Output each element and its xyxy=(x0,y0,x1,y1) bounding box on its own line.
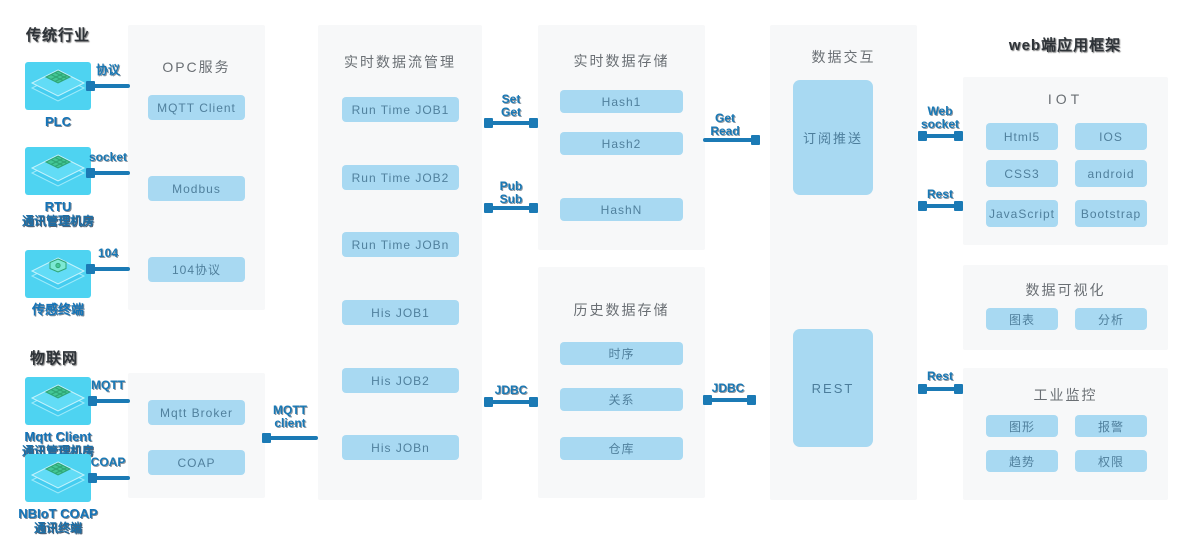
chip-his-job1[interactable]: His JOB1 xyxy=(342,300,459,325)
chip-relational[interactable]: 关系 xyxy=(560,388,683,411)
arrow-get-read xyxy=(703,135,760,145)
device-plc: PLC xyxy=(0,62,116,129)
device-label: Mqtt Client xyxy=(24,429,92,444)
chip-trend[interactable]: 趋势 xyxy=(986,450,1058,472)
chip-his-jobn[interactable]: His JOBn xyxy=(342,435,459,460)
panel-title: 实时数据存储 xyxy=(573,53,670,69)
panel-title: 数据交互 xyxy=(811,49,876,65)
device-nbiot-coap: NBIoT COAP 通讯终端 xyxy=(0,454,116,536)
chip-runtime-jobn[interactable]: Run Time JOBn xyxy=(342,232,459,257)
arrow-label-mqtt: MQTT xyxy=(91,378,125,392)
arrow-104 xyxy=(86,264,130,274)
arrow-jdbc-right xyxy=(703,395,756,405)
arrow-pub-sub xyxy=(484,203,538,213)
chip-hash1[interactable]: Hash1 xyxy=(560,90,683,113)
device-sublabel: 通讯终端 xyxy=(33,521,82,535)
arrow-protocol xyxy=(86,81,130,91)
chip-modbus[interactable]: Modbus xyxy=(148,176,245,201)
arrow-label-pub-sub: Pub Sub xyxy=(499,179,523,206)
arrow-label-mqtt-client: MQTT client xyxy=(273,403,307,430)
device-label: RTU xyxy=(44,199,72,214)
arrow-label-104: 104 xyxy=(97,246,119,260)
device-label: 传感终端 xyxy=(31,302,84,317)
panel-title: IOT xyxy=(1047,91,1084,107)
arrow-label-socket: socket xyxy=(88,150,128,164)
arrow-label-protocol: 协议 xyxy=(95,63,120,77)
arrow-label-web-socket: Web socket xyxy=(920,104,960,131)
chip-104-protocol[interactable]: 104协议 xyxy=(148,257,245,282)
chip-his-job2[interactable]: His JOB2 xyxy=(342,368,459,393)
arrow-socket xyxy=(86,168,130,178)
sensor-device-icon xyxy=(25,250,91,298)
panel-monitoring: 工业监控 图形 报警 趋势 权限 xyxy=(963,368,1168,500)
panel-title: 工业监控 xyxy=(1033,387,1098,403)
chip-javascript[interactable]: JavaScript xyxy=(986,200,1058,227)
box-rest[interactable]: REST xyxy=(793,329,873,447)
panel-history-store: 历史数据存储 时序 关系 仓库 xyxy=(538,267,705,498)
chip-mqtt-broker[interactable]: Mqtt Broker xyxy=(148,400,245,425)
chip-bootstrap[interactable]: Bootstrap xyxy=(1075,200,1147,227)
chip-mqtt-client[interactable]: MQTT Client xyxy=(148,95,245,120)
panel-realtime-store: 实时数据存储 Hash1 Hash2 HashN xyxy=(538,25,705,250)
chip-ios[interactable]: IOS xyxy=(1075,123,1147,150)
chip-device-icon xyxy=(25,62,91,110)
chip-css3[interactable]: CSS3 xyxy=(986,160,1058,187)
chip-hashn[interactable]: HashN xyxy=(560,198,683,221)
chip-device-icon xyxy=(25,454,91,502)
arrow-label-rest-top: Rest xyxy=(926,187,953,201)
chip-coap[interactable]: COAP xyxy=(148,450,245,475)
panel-opc-service: OPC服务 MQTT Client Modbus 104协议 xyxy=(128,25,265,310)
chip-timeseries[interactable]: 时序 xyxy=(560,342,683,365)
panel-stream-management: 实时数据流管理 Run Time JOB1 Run Time JOB2 Run … xyxy=(318,25,482,500)
arrow-label-get-read: Get Read xyxy=(710,111,740,138)
chip-device-icon xyxy=(25,147,91,195)
device-rtu: RTU 通讯管理机房 xyxy=(0,147,116,229)
arrow-coap xyxy=(88,473,130,483)
panel-iot-gateway: Mqtt Broker COAP xyxy=(128,373,265,498)
arrow-mqtt xyxy=(88,396,130,406)
arrow-label-set-get: Set Get xyxy=(500,92,521,119)
chip-html5[interactable]: Html5 xyxy=(986,123,1058,150)
arrow-web-socket xyxy=(918,131,963,141)
section-header-iot: 物联网 xyxy=(30,350,79,367)
panel-title: 历史数据存储 xyxy=(573,302,670,318)
device-sensor-terminal: 传感终端 xyxy=(0,250,116,317)
section-header-traditional-industry: 传统行业 xyxy=(26,27,91,44)
chip-charts[interactable]: 图表 xyxy=(986,308,1058,330)
panel-data-interaction: 数据交互 订阅推送 REST xyxy=(770,25,917,500)
chip-alarm[interactable]: 报警 xyxy=(1075,415,1147,437)
panel-visualization: 数据可视化 图表 分析 xyxy=(963,265,1168,350)
arrow-label-jdbc-right: JDBC xyxy=(711,381,745,395)
panel-title: OPC服务 xyxy=(162,59,231,75)
device-label: PLC xyxy=(45,114,71,129)
chip-analysis[interactable]: 分析 xyxy=(1075,308,1147,330)
chip-runtime-job2[interactable]: Run Time JOB2 xyxy=(342,165,459,190)
arrow-jdbc-left xyxy=(484,397,538,407)
arrow-mqtt-client xyxy=(262,433,318,443)
panel-web-iot: IOT Html5 IOS CSS3 android JavaScript Bo… xyxy=(963,77,1168,245)
arrow-rest-top xyxy=(918,201,963,211)
chip-hash2[interactable]: Hash2 xyxy=(560,132,683,155)
section-header-web-app: web端应用框架 xyxy=(1008,37,1122,54)
chip-android[interactable]: android xyxy=(1075,160,1147,187)
arrow-label-coap: COAP xyxy=(90,455,126,469)
panel-title: 数据可视化 xyxy=(1025,282,1106,298)
chip-device-icon xyxy=(25,377,91,425)
panel-title: 实时数据流管理 xyxy=(344,54,456,70)
chip-permission[interactable]: 权限 xyxy=(1075,450,1147,472)
chip-warehouse[interactable]: 仓库 xyxy=(560,437,683,460)
box-subscribe-push[interactable]: 订阅推送 xyxy=(793,80,873,195)
chip-runtime-job1[interactable]: Run Time JOB1 xyxy=(342,97,459,122)
device-sublabel: 通讯管理机房 xyxy=(21,214,94,228)
arrow-set-get xyxy=(484,118,538,128)
arrow-label-rest-bottom: Rest xyxy=(926,369,953,383)
arrow-rest-bottom xyxy=(918,384,963,394)
chip-graphics[interactable]: 图形 xyxy=(986,415,1058,437)
arrow-label-jdbc-left: JDBC xyxy=(494,383,528,397)
device-label: NBIoT COAP xyxy=(18,506,98,521)
